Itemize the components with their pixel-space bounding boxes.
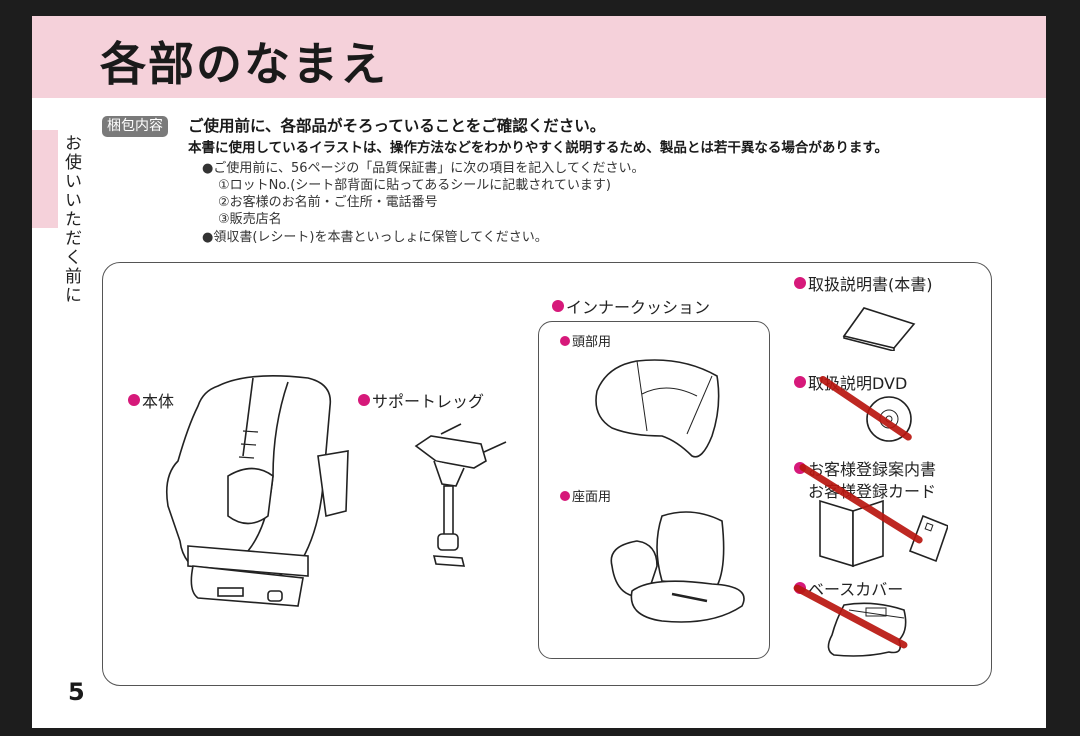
bullet-icon bbox=[560, 490, 570, 501]
inner-cushion-box bbox=[538, 321, 770, 659]
intro-heading: ご使用前に、各部品がそろっていることをご確認ください。 bbox=[188, 117, 606, 135]
registration-docs-illustration bbox=[818, 496, 948, 571]
label-inner-cushion: インナークッション bbox=[552, 294, 710, 318]
section-label: お使いいただく前に bbox=[61, 134, 81, 305]
package-contents-badge: 梱包内容 bbox=[102, 116, 168, 137]
bullet-icon bbox=[552, 300, 564, 312]
contents-box bbox=[102, 262, 992, 686]
note-item-name: ②お客様のお名前・ご住所・電話番号 bbox=[218, 195, 438, 210]
label-dvd: 取扱説明DVD bbox=[794, 370, 907, 394]
header-band bbox=[32, 16, 1046, 98]
section-tab-marker bbox=[32, 130, 58, 228]
bullet-icon bbox=[358, 394, 370, 406]
bullet-icon bbox=[794, 376, 806, 388]
intro-disclaimer: 本書に使用しているイラストは、操作方法などをわかりやすく説明するため、製品とは若… bbox=[188, 140, 888, 156]
car-seat-illustration bbox=[158, 366, 358, 616]
label-support-leg: サポートレッグ bbox=[358, 388, 484, 412]
page-title: 各部のなまえ bbox=[100, 37, 388, 91]
head-cushion-illustration bbox=[592, 356, 722, 466]
manual-page: 各部のなまえ お使いいただく前に 5 梱包内容 ご使用前に、各部品がそろっている… bbox=[32, 16, 1046, 728]
note-item-lot: ①ロットNo.(シート部背面に貼ってあるシールに記載されています) bbox=[218, 178, 611, 193]
bullet-icon bbox=[128, 394, 140, 406]
label-manual: 取扱説明書(本書) bbox=[794, 271, 933, 295]
manual-booklet-illustration bbox=[842, 306, 917, 351]
note-warranty: ●ご使用前に、56ページの「品質保証書」に次の項目を記入してください。 bbox=[202, 161, 645, 176]
note-receipt: ●領収書(レシート)を本書といっしょに保管してください。 bbox=[202, 230, 548, 245]
bullet-icon bbox=[560, 335, 570, 346]
label-seat-cushion: 座面用 bbox=[560, 486, 611, 505]
seat-cushion-illustration bbox=[602, 506, 752, 636]
label-body: 本体 bbox=[128, 388, 174, 412]
label-head-cushion: 頭部用 bbox=[560, 331, 611, 350]
page-number: 5 bbox=[68, 678, 85, 706]
bullet-icon bbox=[794, 277, 806, 289]
support-leg-illustration bbox=[406, 416, 516, 576]
note-item-store: ③販売店名 bbox=[218, 212, 282, 227]
